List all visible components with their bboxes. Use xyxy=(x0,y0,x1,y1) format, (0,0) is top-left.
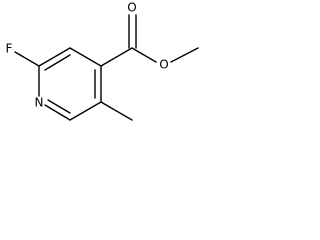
chemical-structure-diagram: F N O O xyxy=(6,1,199,121)
bond-ring-c2-c3 xyxy=(38,47,71,67)
bond-ester-oxygen-methyl xyxy=(170,47,199,63)
bond-ring-c2-c3-inner xyxy=(44,54,71,71)
bond-ring-c6-n1 xyxy=(44,104,71,121)
bond-carbonyl-ester-oxygen xyxy=(131,47,157,63)
atom-label-fluorine: F xyxy=(6,42,13,56)
bond-ring-c5-c6 xyxy=(69,101,102,121)
bond-c5-methyl xyxy=(100,101,133,121)
bond-ring-c3-c4 xyxy=(69,47,102,67)
atom-label-ester-oxygen: O xyxy=(159,58,168,72)
bond-ring-c6-n1-inner xyxy=(47,99,71,114)
bond-c2-fluorine xyxy=(14,51,40,67)
atom-label-carbonyl-oxygen: O xyxy=(127,1,136,15)
bond-c4-carbonyl xyxy=(100,47,133,67)
atom-label-nitrogen: N xyxy=(35,96,44,110)
